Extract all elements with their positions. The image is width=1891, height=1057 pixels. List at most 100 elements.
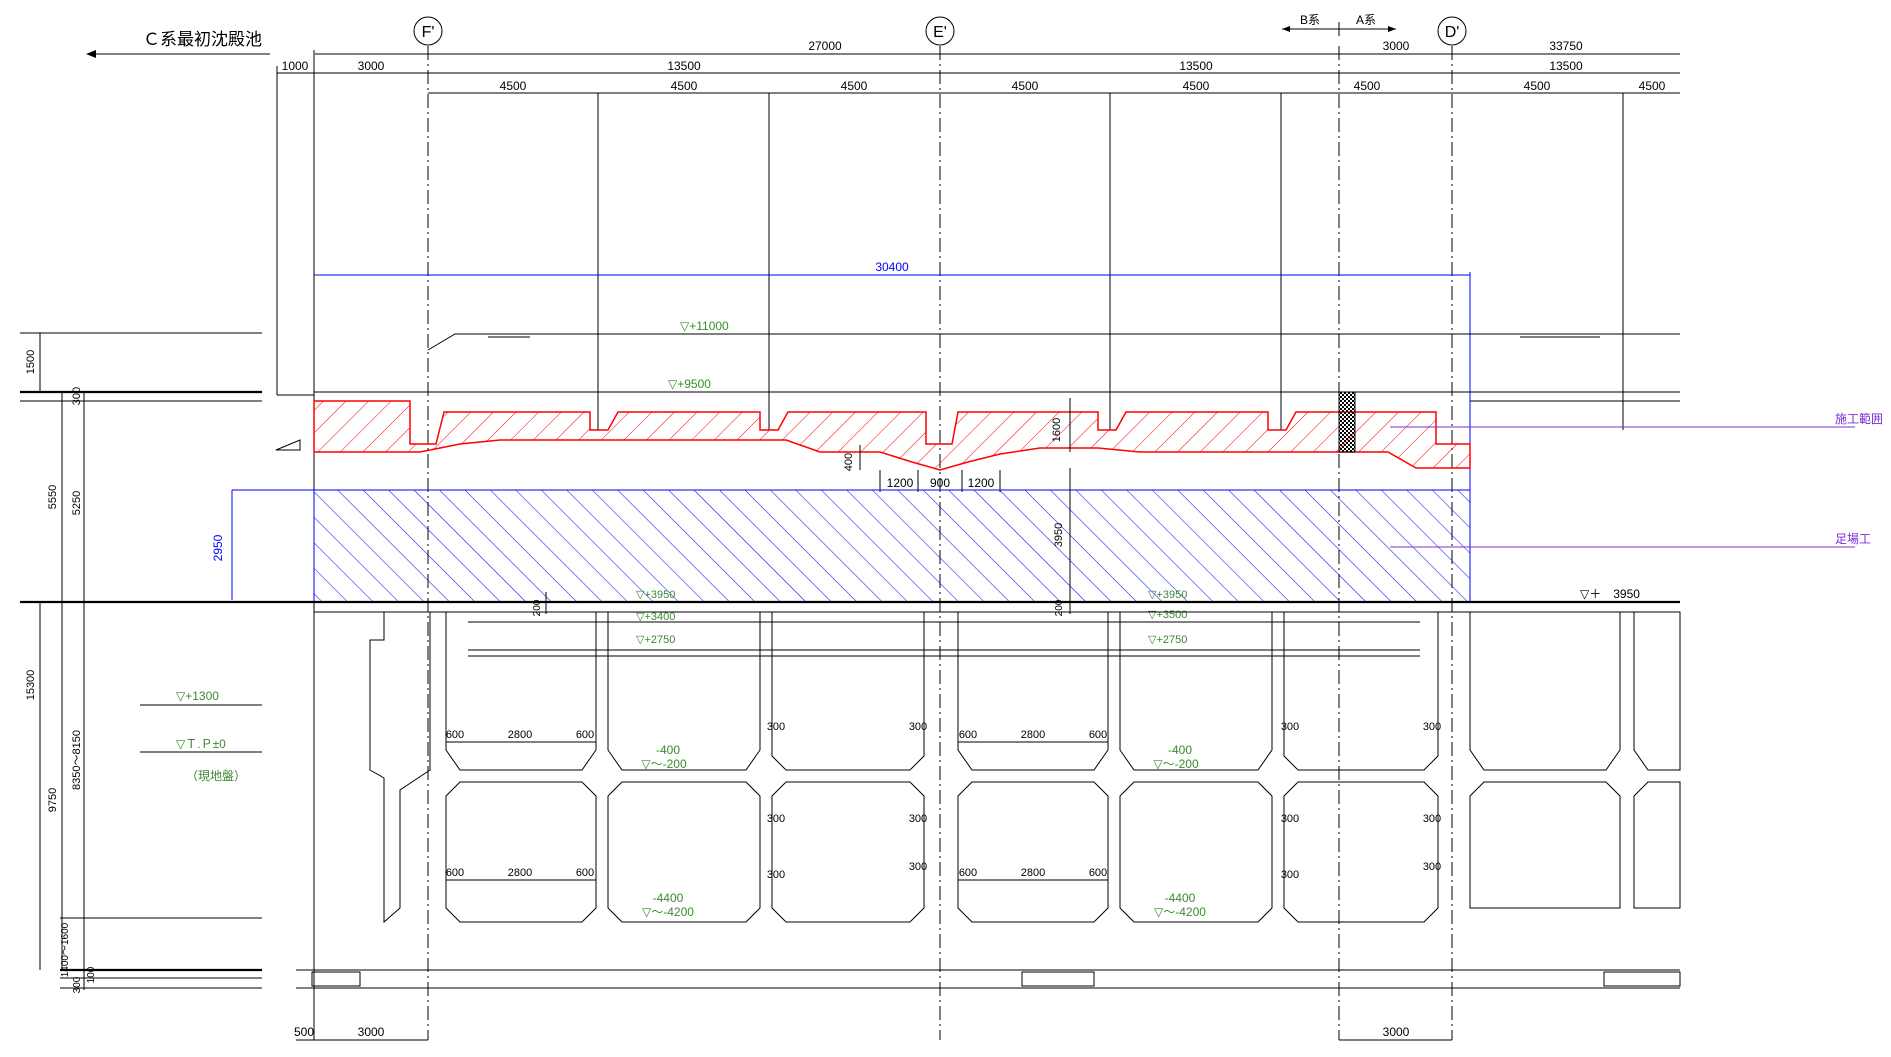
level-m4400-a: -4400	[653, 891, 684, 905]
cell-dim-300: 300	[1281, 869, 1299, 881]
culvert-cell	[607, 611, 761, 771]
cell-dim-600: 600	[1089, 867, 1107, 879]
culvert-cell	[1469, 611, 1621, 771]
cell-dim-300: 300	[909, 861, 927, 873]
axis-label-f: F'	[422, 24, 435, 41]
dim-300-top: 300	[71, 387, 83, 405]
culvert-cell	[1633, 611, 1681, 771]
dim-33750: 33750	[1549, 39, 1583, 53]
level-3400-a: ▽+3400	[636, 611, 675, 623]
level-3950-right: ▽＋ 3950	[1580, 587, 1640, 601]
pile-group	[1603, 971, 1681, 987]
ground-label: （現地盤）	[186, 769, 246, 783]
dim-3000-left: 3000	[358, 59, 385, 73]
culvert-cells	[369, 611, 1681, 924]
dim-27000: 27000	[808, 39, 842, 53]
joint-block	[1338, 391, 1356, 453]
dim-4500-8: 4500	[1639, 79, 1666, 93]
legend-construction: 施工範囲	[1835, 411, 1883, 426]
dim-2950: 2950	[211, 534, 225, 561]
culvert-cell	[1283, 611, 1439, 771]
drawing-title: Ｃ系最初沈殿池	[143, 30, 262, 49]
dim-5250: 5250	[71, 491, 83, 515]
dim-5550: 5550	[47, 485, 59, 509]
dim-100: 100	[86, 966, 97, 983]
dim-9750: 9750	[47, 788, 59, 812]
culvert-cell	[771, 611, 925, 771]
system-label-b: B系	[1300, 13, 1320, 27]
title-arrow-head	[86, 50, 96, 58]
system-label-a: A系	[1356, 13, 1376, 27]
cell-dim-600: 600	[576, 729, 594, 741]
dim-4500-5: 4500	[1183, 79, 1210, 93]
culvert-cell	[957, 611, 1109, 771]
dim-4500-3: 4500	[841, 79, 868, 93]
level-m200-a: ▽～-200	[641, 757, 687, 771]
cell-dim-300: 300	[909, 813, 927, 825]
dim-400: 400	[843, 453, 855, 471]
axis-bubble-f	[413, 16, 443, 46]
dim-13500-c: 13500	[1549, 59, 1583, 73]
cell-dim-2800: 2800	[508, 867, 532, 879]
cell-dim-300: 300	[1423, 861, 1441, 873]
axis-label-d: D'	[1445, 24, 1460, 41]
level-11000: ▽+11000	[680, 319, 729, 333]
cell-dim-2800: 2800	[508, 729, 532, 741]
culvert-cell	[1633, 781, 1681, 909]
dim-200-b: 200	[1054, 599, 1065, 616]
culvert-cell	[1119, 611, 1273, 771]
culvert-cell	[1119, 781, 1273, 923]
cell-dim-600: 600	[959, 729, 977, 741]
dim-8350-8150: 8350～8150	[71, 730, 83, 790]
span-dim-30400: 30400	[875, 260, 909, 274]
dim-3950: 3950	[1053, 523, 1065, 547]
cell-dim-300: 300	[767, 869, 785, 881]
legend-scaffold: 足場工	[1835, 532, 1871, 546]
level-2750-b: ▽+2750	[1148, 634, 1187, 646]
bottom-dim-3000-right: 3000	[1383, 1025, 1410, 1039]
grid-axis-group: F' E' D'	[413, 16, 1467, 1040]
axis-label-e: E'	[933, 24, 947, 41]
bottom-dim-3000-left: 3000	[358, 1025, 385, 1039]
left-marker	[275, 439, 301, 451]
cell-dim-300: 300	[767, 813, 785, 825]
level-9500: ▽+9500	[668, 377, 711, 391]
left-dimensions: 1500 300 5550 5250 15300 9750 8350～8150 …	[25, 333, 97, 993]
dim-4500-4: 4500	[1012, 79, 1039, 93]
dim-300-bottom: 300	[72, 976, 83, 993]
culvert-cell	[445, 611, 597, 771]
level-1300: ▽+1300	[176, 689, 219, 703]
cell-dim-600: 600	[446, 729, 464, 741]
level-m400-a: -400	[656, 743, 680, 757]
dim-1000: 1000	[282, 59, 309, 73]
cell-dim-300: 300	[1423, 813, 1441, 825]
dim-13500-a: 13500	[667, 59, 701, 73]
level-3950-a: ▽+3950	[636, 589, 675, 601]
dim-1200-b: 1200	[968, 476, 995, 490]
pile-group	[311, 971, 361, 987]
axis-bubble-d	[1437, 16, 1467, 46]
dim-1200-a: 1200	[887, 476, 914, 490]
dim-4500-7: 4500	[1524, 79, 1551, 93]
cell-dim-2800: 2800	[1021, 867, 1045, 879]
scaffold-hatch	[313, 489, 1471, 603]
level-2750-a: ▽+2750	[636, 634, 675, 646]
cell-dim-2800: 2800	[1021, 729, 1045, 741]
level-m4400-b: -4400	[1165, 891, 1196, 905]
construction-range-hatch	[313, 400, 1471, 471]
culvert-cell	[445, 781, 597, 923]
cell-dim-600: 600	[576, 867, 594, 879]
culvert-cell	[1469, 781, 1621, 909]
cell-dim-300: 300	[1423, 721, 1441, 733]
cell-dimensions: 600 2800 600 600 2800 600 600 2800 600 6…	[446, 721, 1441, 881]
culvert-cell	[771, 781, 925, 923]
cell-dim-300: 300	[1281, 721, 1299, 733]
dim-200-a: 200	[532, 599, 543, 616]
dim-15300: 15300	[25, 670, 37, 701]
bottom-dim-500: 500	[294, 1025, 314, 1039]
cell-dim-600: 600	[959, 867, 977, 879]
axis-bubble-e	[925, 16, 955, 46]
left-channel	[369, 611, 431, 924]
dim-4500-1: 4500	[500, 79, 527, 93]
